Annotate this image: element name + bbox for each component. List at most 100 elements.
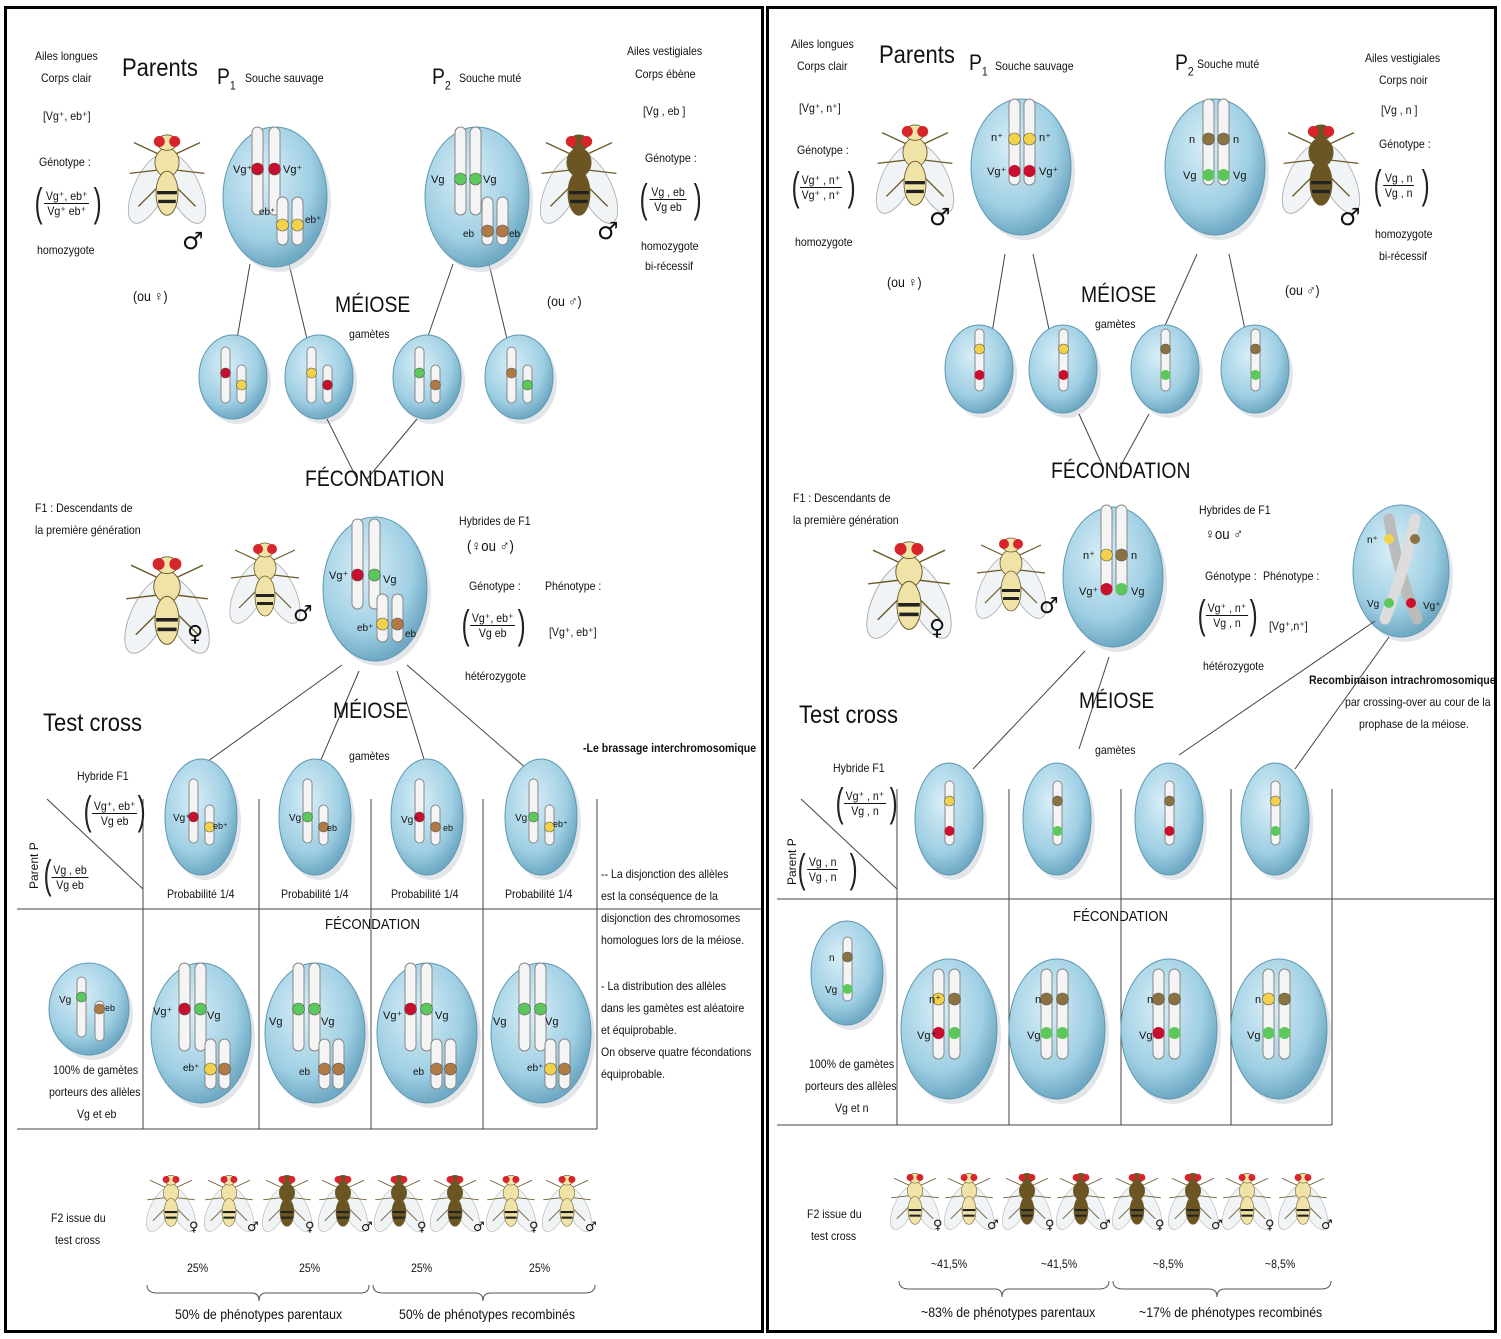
allele-label-vg: Vg [1233,170,1246,182]
connector-line [289,264,307,339]
allele-locus [1161,344,1171,354]
allele-label-vg: Vg [1139,1030,1152,1042]
meiosis-label: MÉIOSE [335,293,410,317]
mutant-fly-icon [532,135,627,229]
allele-locus [1059,370,1069,380]
fertilization-label: FÉCONDATION [1051,459,1190,483]
note-disjunction-3: disjonction des chromosomes [601,911,740,926]
allele-label-n-plus: n⁺ [1039,132,1051,144]
allele-locus [1218,169,1230,181]
allele-label-vg: Vg [435,1010,448,1022]
chromosome [933,969,944,1059]
connector-line [1033,254,1051,339]
allele-locus [1279,1027,1291,1039]
p2-phenotype: [Vg , n ] [1381,103,1417,118]
allele-locus [252,163,264,175]
p2-phenotype: [Vg , eb ] [643,104,685,119]
allele-label-vg-plus: Vg⁺ [1423,601,1441,612]
allele-label-vg-plus: Vg⁺ [987,166,1006,178]
allele-label-eb: eb [327,823,337,833]
fertilization-label: FÉCONDATION [305,467,444,491]
note-disjunction-2: est la conséquence de la [601,889,718,904]
allele-locus [945,826,955,836]
f1-zygosity: hétérozygote [1203,659,1264,674]
female-symbol: ♀ [929,616,945,641]
allele-locus [1041,993,1053,1005]
allele-locus [1053,796,1063,806]
p1-sex-alt: (ou ♀) [887,275,922,290]
recombination-desc-1: par crossing-over au cour de la [1345,695,1491,710]
percentage-3: ~8,5% [1153,1257,1183,1272]
p1-strain-name: Souche sauvage [995,59,1074,74]
f1-hybrids-sex: ♀ou ♂ [1205,527,1243,542]
gametes-100-l2: porteurs des allèles [805,1079,897,1094]
allele-locus [1165,796,1175,806]
percentage-3: 25% [411,1261,432,1276]
allele-locus [405,1003,417,1015]
parents-label: Parents [122,54,198,82]
allele-label-eb: eb [413,1067,425,1078]
chromosome [77,977,86,1037]
chromosome [1153,969,1164,1059]
p1-zygosity: homozygote [795,235,853,250]
allele-label-vg: Vg [207,1010,220,1022]
male-symbol: ♂ [361,1220,373,1235]
gametes-100-l3: Vg et eb [77,1107,116,1122]
connector-line [197,665,342,769]
parent-p-paren-left: ( [44,855,52,895]
allele-label-n-plus: n⁺ [929,994,941,1006]
allele-label-vg-plus: Vg⁺ [917,1030,936,1042]
allele-label-vg-plus: Vg⁺ [233,164,252,176]
chromosome [1169,969,1180,1059]
female-symbol: ♀ [187,622,203,647]
f1-genotype-label: Génotype : [1205,569,1257,584]
recombination-desc-2: prophase de la méiose. [1359,717,1469,732]
f2-label: F2 issue du [807,1207,862,1222]
f2-label-2: test cross [811,1229,856,1244]
fertilization-label-2: FÉCONDATION [325,917,420,932]
p2-genotype-label: Génotype : [1379,137,1431,152]
allele-locus [843,984,853,994]
allele-locus [1116,583,1128,595]
male-symbol: ♂ [473,1220,485,1235]
allele-label-vg-plus: Vg⁺ [173,813,191,824]
allele-label-vg-plus: Vg⁺ [383,1010,402,1022]
chromosome [1279,969,1290,1059]
parent-p-label: Parent P [27,842,42,889]
allele-label-vg-plus: Vg⁺ [1079,586,1098,598]
allele-label-vg: Vg [493,1016,506,1028]
allele-locus [523,380,533,390]
allele-locus [1053,826,1063,836]
probability-1: Probabilité 1/4 [167,887,235,902]
allele-label-eb-plus: eb⁺ [553,819,568,829]
connector-line [489,264,507,339]
p1-genotype-label: Génotype : [797,143,849,158]
allele-locus [1024,165,1036,177]
brace-parental [147,1285,369,1301]
chromosome [1059,329,1068,391]
allele-locus [1059,344,1069,354]
percentage-1: ~41,5% [931,1257,967,1272]
p1-phenotype-wings: Ailes longues [35,49,98,64]
p1-phenotype-body: Corps clair [797,59,847,74]
p1-zygosity: homozygote [37,243,95,258]
allele-locus [195,1003,207,1015]
male-symbol: ♂ [987,1218,999,1233]
allele-label-eb-plus: eb⁺ [305,215,321,226]
female-symbol: ♀ [1265,1218,1275,1233]
chromosome [455,127,466,215]
probability-2: Probabilité 1/4 [281,887,349,902]
male-symbol: ♂ [929,203,951,231]
female-symbol: ♀ [933,1218,943,1233]
allele-locus [975,370,985,380]
allele-locus [945,796,955,806]
cell [1063,507,1163,647]
allele-locus [482,225,494,237]
f1-female-fly-icon [115,557,218,660]
probability-3: Probabilité 1/4 [391,887,459,902]
male-symbol: ♂ [293,602,313,627]
cell [1165,99,1265,235]
allele-locus [421,1003,433,1015]
